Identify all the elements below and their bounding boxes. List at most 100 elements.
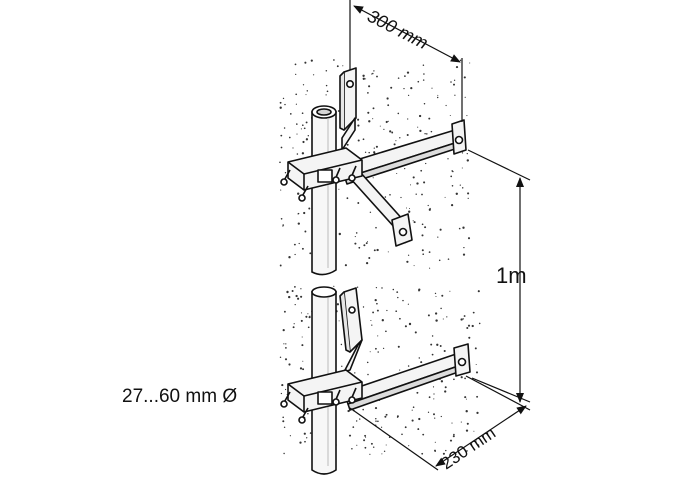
wall-dot — [397, 77, 400, 79]
wall-dot — [395, 140, 397, 142]
wall-dot — [366, 361, 369, 364]
wall-dot — [357, 202, 360, 204]
wall-dot — [444, 196, 446, 198]
wall-dot — [452, 170, 454, 173]
wall-dot — [428, 208, 431, 211]
wall-dot — [300, 128, 302, 130]
wall-dot — [303, 127, 306, 130]
wall-dot — [333, 285, 335, 287]
wall-dot — [363, 244, 366, 247]
wall-dot — [461, 187, 464, 189]
wall-dot — [284, 172, 287, 174]
wall-dot — [440, 307, 442, 310]
wall-dot — [363, 439, 366, 442]
wall-dot — [303, 211, 306, 215]
wall-dot — [368, 120, 371, 123]
wall-dot — [380, 426, 383, 428]
wall-dot — [404, 325, 407, 328]
wall-dot — [338, 232, 341, 236]
wall-dot — [437, 236, 439, 238]
wall-dot — [443, 349, 446, 353]
wall-dot — [365, 242, 368, 245]
dimension-height — [467, 149, 531, 403]
wall-dot — [441, 294, 444, 297]
wall-dot — [384, 415, 387, 418]
wall-dot — [450, 175, 453, 178]
wall-dot — [283, 343, 285, 345]
wall-dot — [356, 444, 358, 446]
wall-dot — [417, 126, 419, 128]
wall-dot — [412, 406, 415, 409]
wall-dot — [430, 130, 433, 133]
wall-dot — [342, 65, 344, 67]
wall-dot — [365, 78, 367, 80]
wall-dot — [375, 420, 377, 422]
wall-dot — [357, 118, 360, 121]
wall-dot — [396, 416, 399, 418]
wall-dot — [424, 132, 426, 135]
wall-dot — [459, 59, 462, 62]
wall-dot — [458, 227, 461, 230]
wall-dot — [421, 234, 424, 237]
wall-dot — [368, 151, 370, 154]
wall-dot — [282, 416, 284, 419]
wall-dot — [431, 335, 434, 337]
wall-dot — [410, 87, 413, 90]
wall-dot — [434, 450, 436, 453]
wall-dot — [356, 420, 358, 422]
wall-dot — [307, 326, 310, 329]
wall-dot — [344, 264, 347, 267]
wall-dot — [373, 152, 376, 154]
wall-dot — [460, 421, 462, 423]
wall-dot — [455, 66, 459, 69]
wall-dot — [408, 207, 411, 210]
wall-dot — [415, 193, 417, 195]
top-depth-label: 300 mm — [364, 6, 431, 53]
wall-dot — [333, 59, 335, 61]
wall-dot — [376, 309, 379, 312]
wall-dot — [418, 289, 420, 292]
wall-dot — [383, 128, 385, 131]
wall-dot — [359, 418, 361, 420]
wall-dot — [383, 450, 386, 452]
wall-dot — [433, 413, 435, 416]
wall-dot — [453, 83, 455, 86]
wall-dot — [336, 303, 340, 306]
wall-dot — [423, 103, 426, 105]
wall-dot — [300, 295, 303, 298]
wall-dot — [279, 356, 282, 359]
wall-dot — [422, 253, 425, 256]
bottom-bracket — [339, 287, 471, 411]
wall-dot — [431, 353, 434, 356]
wall-dot — [407, 303, 409, 305]
wall-dot — [409, 184, 412, 186]
wall-dot — [417, 80, 420, 83]
wall-dot — [301, 336, 303, 338]
wall-dot — [369, 453, 371, 455]
wall-dot — [325, 84, 328, 87]
wall-dot — [302, 368, 305, 371]
wall-dot — [337, 110, 340, 112]
bottom-depth-label: 230 mm — [438, 423, 500, 473]
wall-dot — [294, 303, 296, 306]
wall-dot — [446, 316, 448, 318]
dimension-bottom-depth — [349, 375, 531, 471]
diameter-label: 27...60 mm Ø — [122, 386, 237, 407]
wall-dot — [282, 225, 284, 227]
wall-dot — [461, 167, 463, 169]
wall-dot — [280, 146, 283, 149]
wall-dot — [285, 347, 287, 349]
wall-dot — [464, 396, 467, 399]
wall-dot — [283, 452, 285, 455]
wall-dot — [308, 316, 311, 319]
wall-dot — [309, 432, 312, 434]
wall-dot — [387, 251, 389, 253]
wall-dot — [466, 422, 469, 425]
wall-dot — [407, 365, 410, 367]
wall-dot — [283, 310, 286, 313]
wall-dot — [299, 367, 303, 370]
wall-dot — [291, 289, 294, 293]
wall-dot — [325, 94, 327, 96]
wall-dot — [411, 419, 414, 422]
